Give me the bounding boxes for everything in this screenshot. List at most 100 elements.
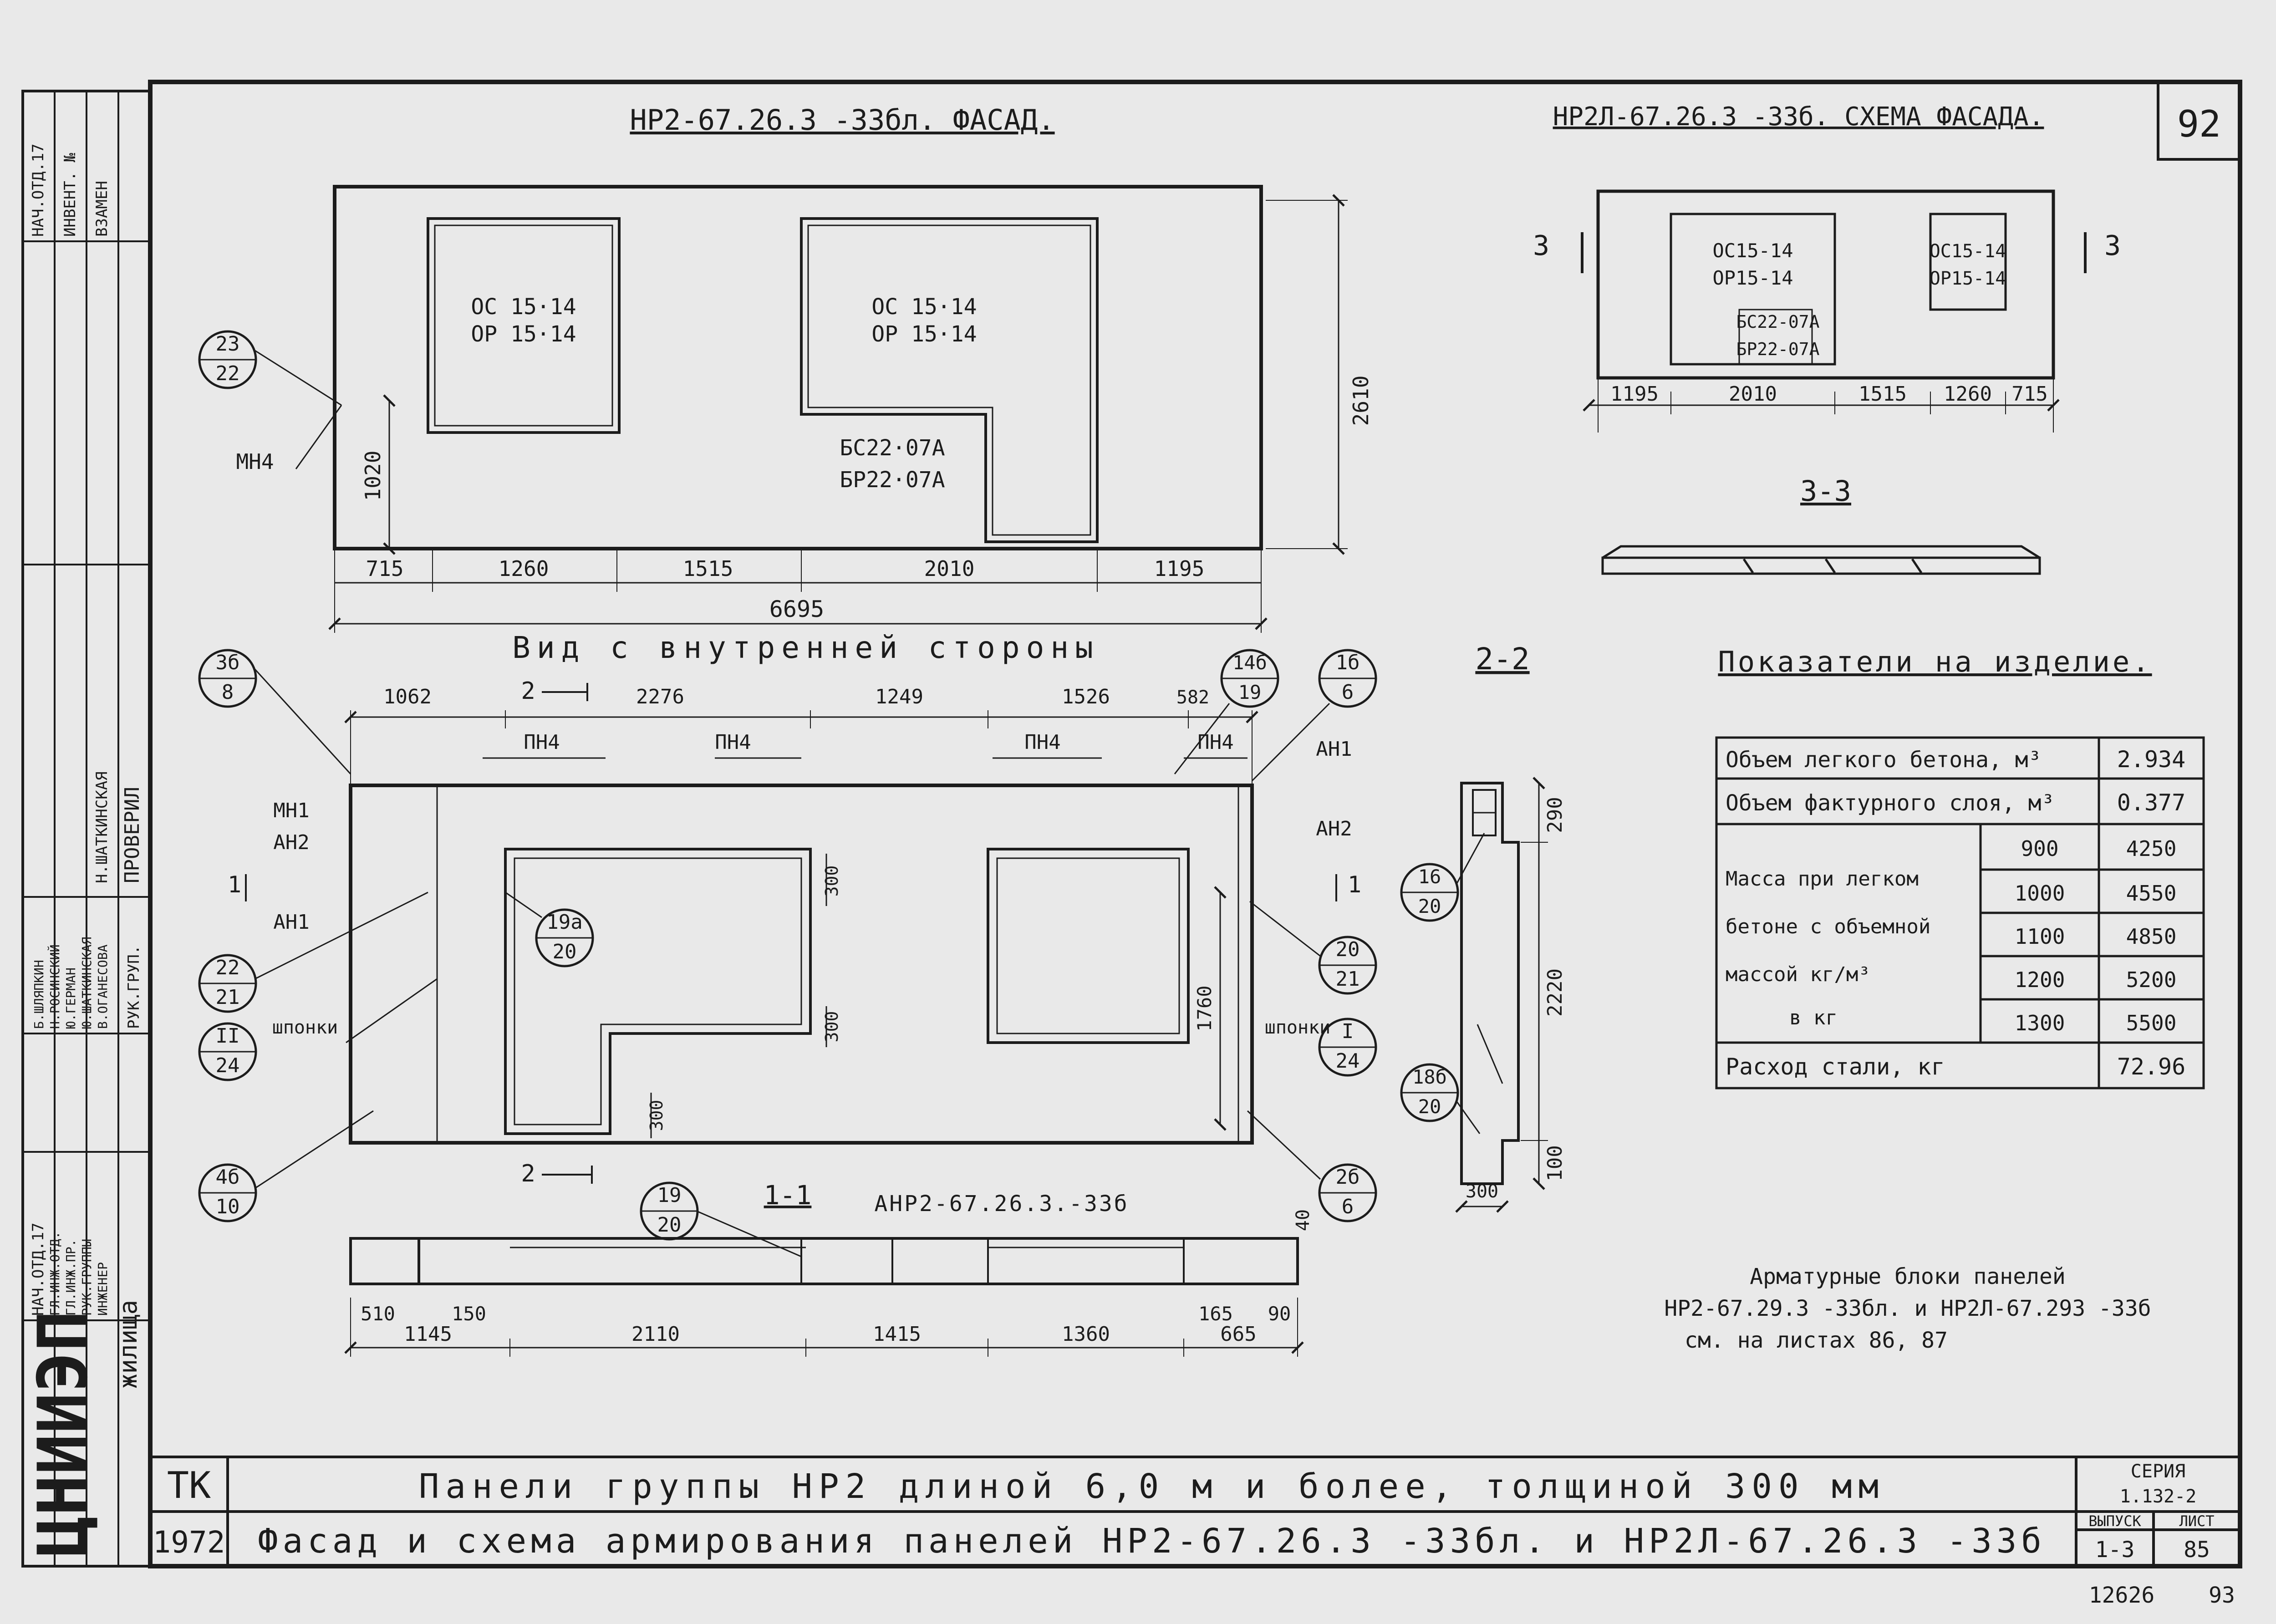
callout-18b: 18б xyxy=(1412,1066,1447,1088)
title-block xyxy=(150,1456,2240,1566)
inner-dim-4: 1526 xyxy=(1062,685,1110,708)
scheme-door-bottom: БР22-07А xyxy=(1736,339,1819,359)
scheme-dim-2: 2010 xyxy=(1729,382,1777,406)
issue-label: ВЫПУСК xyxy=(2088,1512,2141,1530)
facade-title: НР2-67.26.3 -33бл. ФАСАД. xyxy=(630,103,1054,137)
an1-label-left: АН1 xyxy=(273,911,309,934)
note-line-3: см. на листах 86, 87 xyxy=(1685,1328,1948,1353)
cut2-top: 2 xyxy=(521,677,535,705)
mass-4: 5200 xyxy=(2126,967,2177,992)
callout-I: I xyxy=(1342,1020,1354,1043)
density-1: 900 xyxy=(2021,836,2058,861)
scheme-w1-bottom: ОР15-14 xyxy=(1712,267,1793,289)
section-1-1: 1-1 АНР2-67.26.3.-33б 19 20 510 150 165 xyxy=(344,1180,1304,1357)
cut1-right: 1 xyxy=(1348,871,1361,898)
an1-label-right: АН1 xyxy=(1316,738,1352,761)
inner-d300-a: 300 xyxy=(822,865,842,897)
inner-view: Вид с внутренней стороны xyxy=(198,630,1377,1222)
callout-14b: 14б xyxy=(1232,652,1267,674)
mn1-label: МН1 xyxy=(273,799,309,822)
stamp-name-4: Ю.ШАТКИНСКАЯ xyxy=(79,937,94,1029)
stamp-role-3: ГЛ.ИНЖ.ПР. xyxy=(63,1239,78,1316)
callout-19a: 19а xyxy=(546,911,582,934)
tk-code: ТК xyxy=(167,1464,211,1507)
section11-dim-1: 1145 xyxy=(404,1323,452,1346)
inner-dim-5: 582 xyxy=(1176,687,1209,708)
indicator-label-1: Объем легкого бетона, м³ xyxy=(1726,747,2042,773)
callout-24-right: 24 xyxy=(1336,1049,1360,1073)
section-3-3: 3-3 xyxy=(1601,474,2041,575)
note: Арматурные блоки панелей НР2-67.29.3 -33… xyxy=(1664,1264,2151,1353)
section-2-2: 2-2 290 2220 100 300 40 16 20 18б 20 xyxy=(1293,641,1567,1231)
stamp-name-1: Б.ШЛЯПКИН xyxy=(31,960,46,1029)
stamp-org-logo: ЦНИИЭП xyxy=(24,1310,103,1557)
stamp-role-5: ИНЖЕНЕР xyxy=(95,1262,110,1316)
facade-view: НР2-67.26.3 -33бл. ФАСАД. ОС 15·14 xyxy=(198,103,1373,633)
mass-1: 4250 xyxy=(2126,836,2177,861)
section11-title: 1-1 xyxy=(764,1180,812,1211)
scheme-cut-right: 3 xyxy=(2104,230,2121,262)
facade-sill: 1020 xyxy=(361,451,385,501)
stamp-name-2: Н.РОСИНСКИЙ xyxy=(47,945,62,1029)
mass-label-line-2: бетоне с объемной xyxy=(1726,915,1930,938)
density-5: 1300 xyxy=(2015,1011,2065,1035)
indicators-table: Показатели на изделие. Объем легкого бет… xyxy=(1715,645,2205,1089)
section11-d165: 165 xyxy=(1198,1303,1233,1325)
indicator-value-2: 0.377 xyxy=(2117,789,2186,816)
section11-dim-4: 1360 xyxy=(1062,1323,1110,1346)
inner-dim-3: 1249 xyxy=(875,685,923,708)
inner-d300-b: 300 xyxy=(822,1011,842,1043)
stamp-org-name: жилища xyxy=(114,1300,143,1389)
inner-title: Вид с внутренней стороны xyxy=(512,630,1100,665)
density-4: 1200 xyxy=(2015,967,2065,992)
section11-label: АНР2-67.26.3.-33б xyxy=(874,1191,1129,1217)
left-stamp: НАЧ.ОТД.17 ИНВЕНТ. № ВЗАМЕН ПРОВЕРИЛ РУК… xyxy=(24,143,144,1557)
callout-21-right: 21 xyxy=(1336,967,1360,991)
stamp-role: НАЧ.ОТД.17 xyxy=(29,143,47,237)
pin-label-2: ПН4 xyxy=(715,731,751,754)
section11-dim-2: 2110 xyxy=(631,1323,680,1346)
callout-20-right: 20 xyxy=(1336,938,1360,961)
sheet-title-2: Фасад и схема армирования панелей НР2-67… xyxy=(258,1522,2046,1561)
callout-19-s11: 19 xyxy=(657,1184,682,1207)
inner-d300-c: 300 xyxy=(647,1100,667,1131)
callout-24-left: 24 xyxy=(216,1054,240,1077)
section11-d150: 150 xyxy=(452,1303,486,1325)
callout-20-s22b: 20 xyxy=(1418,1095,1441,1118)
callout-10: 10 xyxy=(216,1195,240,1218)
scheme-w2-bottom: ОР15-14 xyxy=(1930,268,2006,289)
scheme-w2-top: ОС15-14 xyxy=(1930,241,2006,262)
shponki-right: шпонки xyxy=(1265,1017,1331,1038)
callout-3b: 3б xyxy=(216,651,240,674)
stamp-inventory: ИНВЕНТ. № xyxy=(61,153,79,237)
stamp-name-3: Ю.ГЕРМАН xyxy=(63,967,78,1029)
mass-3: 4850 xyxy=(2126,924,2177,949)
sheet-value: 85 xyxy=(2184,1537,2210,1563)
pin-label-1: ПН4 xyxy=(524,731,560,754)
stamp-replace: ВЗАМЕН xyxy=(93,181,111,237)
section11-dim-5: 665 xyxy=(1220,1323,1256,1346)
stamp-role-1: НАЧ.ОТД.17 xyxy=(29,1222,47,1316)
footer-number: 12626 xyxy=(2089,1583,2155,1608)
callout-2b: 2б xyxy=(1336,1166,1360,1189)
steel-value: 72.96 xyxy=(2117,1054,2186,1080)
indicator-label-2: Объем фактурного слоя, м³ xyxy=(1726,790,2054,816)
sheet-label: ЛИСТ xyxy=(2179,1512,2214,1530)
callout-II: II xyxy=(216,1024,240,1048)
series-label: СЕРИЯ xyxy=(2131,1461,2185,1482)
cut1-left: 1 xyxy=(228,871,241,898)
indicators-title: Показатели на изделие. xyxy=(1718,645,2152,678)
scheme-view: НР2Л-67.26.3 -33б. СХЕМА ФАСАДА. 3 3 ОС1… xyxy=(1533,102,2121,433)
section11-d90: 90 xyxy=(1268,1303,1291,1325)
callout-20-s11: 20 xyxy=(657,1213,682,1237)
callout-1b: 1б xyxy=(1336,651,1360,674)
section22-width: 300 xyxy=(1466,1181,1498,1202)
year: 1972 xyxy=(153,1525,225,1560)
density-3: 1100 xyxy=(2015,924,2065,949)
window1-top-label: ОС 15·14 xyxy=(471,294,576,320)
note-line-1: Арматурные блоки панелей xyxy=(1750,1264,2066,1289)
stamp-check-name: Н.ШАТКИНСКАЯ xyxy=(93,771,111,883)
section33-title: 3-3 xyxy=(1800,474,1851,508)
facade-total: 6695 xyxy=(769,596,824,622)
